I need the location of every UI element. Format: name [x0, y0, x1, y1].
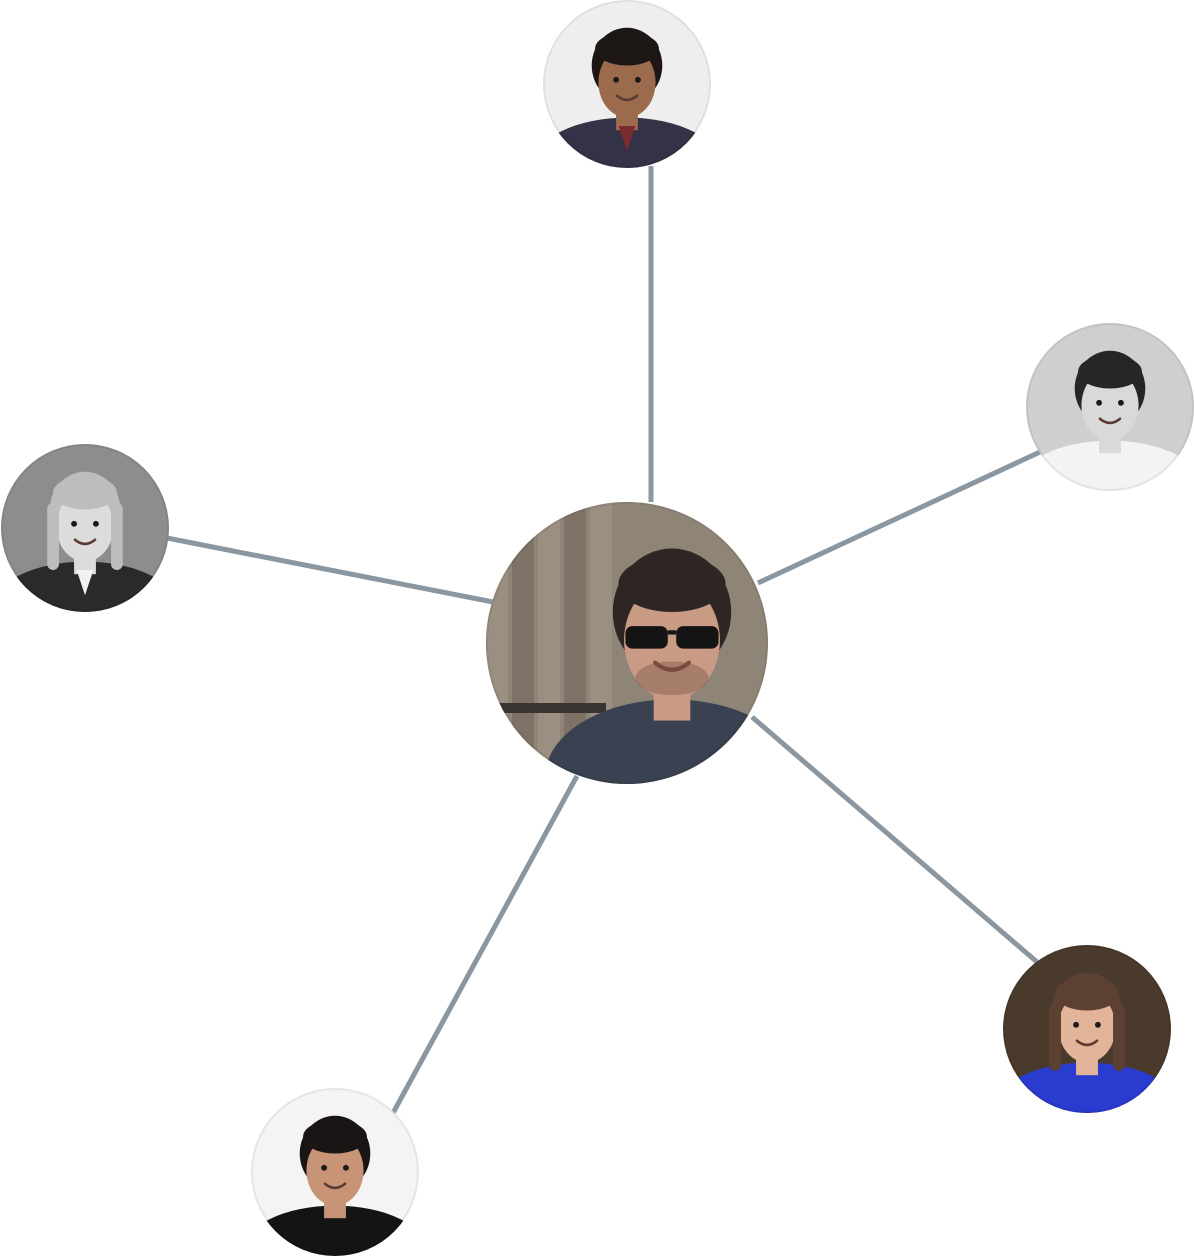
avatar-ring — [486, 502, 768, 784]
avatar-eye-right — [1117, 399, 1124, 406]
avatar-man-plaid-shirt[interactable] — [535, 0, 720, 210]
avatar-hair-top — [618, 555, 726, 612]
avatar-eye-right — [634, 76, 641, 83]
avatar-hair-top — [1055, 976, 1119, 1011]
avatar-mouth — [652, 660, 692, 672]
avatar-hair-left — [1049, 1003, 1061, 1071]
avatar-woman-blazer-grayscale[interactable] — [0, 444, 177, 654]
avatar-mouth — [1098, 417, 1122, 425]
avatar-beard — [635, 661, 709, 696]
avatar-woman-blue-top[interactable] — [995, 945, 1180, 1155]
avatar-ring — [1003, 945, 1171, 1113]
avatar-man-smiling-grayscale[interactable] — [1018, 323, 1194, 533]
avatar-eye-left — [613, 76, 620, 83]
door-plank — [538, 502, 560, 784]
avatar-eye-left — [321, 1164, 328, 1171]
avatar-hair-top — [595, 31, 659, 66]
door-plank — [486, 502, 508, 784]
avatar-man-dark-hair[interactable] — [243, 1088, 428, 1257]
avatar-man-sunglasses[interactable] — [486, 502, 799, 855]
sunglasses-right-lens — [676, 626, 719, 649]
edge-center-left — [166, 535, 494, 605]
avatar-ring — [1026, 323, 1194, 491]
avatar-face — [1081, 370, 1139, 441]
avatar-shirt — [1026, 440, 1194, 491]
door-plank — [512, 502, 534, 784]
avatar-eye-left — [71, 520, 78, 527]
avatar-face — [56, 491, 114, 562]
avatar-ring — [1, 444, 169, 612]
avatar-ring — [543, 0, 711, 168]
avatar-eye-right — [342, 1164, 349, 1171]
door-plank — [564, 502, 586, 784]
avatar-hair-right — [111, 502, 123, 570]
avatar-mouth — [73, 538, 97, 546]
avatar-hair-top — [53, 475, 117, 510]
avatar-shirt — [1003, 1062, 1171, 1113]
avatar-ring — [251, 1088, 419, 1256]
avatar-mouth — [1075, 1039, 1099, 1047]
edge-center-bottom-left — [390, 774, 580, 1115]
door-frame — [486, 703, 606, 713]
avatar-shirt — [251, 1205, 419, 1256]
avatar-face — [1058, 992, 1116, 1063]
avatar-eye-right — [92, 520, 99, 527]
avatar-eye-left — [1073, 1021, 1080, 1028]
sunglasses-left-lens — [625, 626, 668, 649]
avatar-face — [598, 47, 656, 118]
avatar-mouth — [615, 94, 639, 102]
edge-center-right-upper — [756, 449, 1042, 586]
avatar-hair-top — [303, 1119, 367, 1154]
avatar-shirt — [1, 561, 169, 612]
edge-center-right-lower — [750, 715, 1039, 964]
avatar-collar — [76, 570, 94, 596]
avatar-eye-left — [1096, 399, 1103, 406]
avatar-eye-right — [1094, 1021, 1101, 1028]
avatar-hair-left — [47, 502, 59, 570]
sunglasses-bridge — [667, 630, 677, 635]
avatar-shirt — [543, 117, 711, 168]
avatar-face — [306, 1135, 364, 1206]
avatar-hair-right — [1113, 1003, 1125, 1071]
avatar-hair-top — [1078, 354, 1142, 389]
avatar-mouth — [323, 1182, 347, 1190]
avatar-collar — [618, 126, 636, 152]
edges — [166, 166, 1042, 1115]
